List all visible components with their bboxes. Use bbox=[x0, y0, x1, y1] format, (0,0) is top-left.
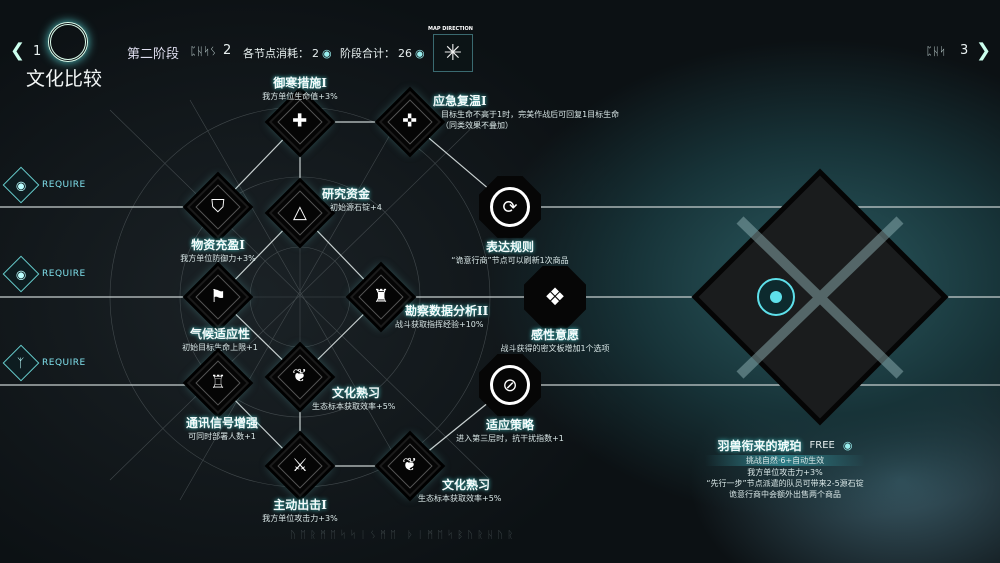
node-desc: 我方单位生命值+3% bbox=[262, 92, 338, 101]
node-desc: “诡意行商”节点可以刷新1次商品 bbox=[451, 256, 569, 265]
node-desc: 进入第三层时，抗干扰指数+1 bbox=[456, 434, 564, 443]
box-refresh-icon: ⟳ bbox=[490, 187, 530, 227]
node-label: 表达规则 “诡意行商”节点可以刷新1次商品 bbox=[440, 238, 580, 266]
node-title: 应急复温I bbox=[433, 94, 487, 108]
node-label: 通讯信号增强可同时部署人数+1 bbox=[162, 414, 282, 442]
banner-icon: ⚑ bbox=[209, 285, 227, 307]
node-desc: 战斗获得的密文板增加1个选项 bbox=[500, 344, 610, 353]
node-desc: 战斗获取指挥经验+10% bbox=[395, 320, 484, 329]
total-value: 26 bbox=[398, 46, 412, 60]
require-label: REQUIRE bbox=[42, 358, 86, 368]
node-title: 主动出击I bbox=[273, 498, 327, 512]
node-label: 文化熟习生态标本获取效率+5% bbox=[418, 476, 501, 504]
node-title: 适应策略 bbox=[485, 418, 534, 432]
node-desc: 初始源石锭+4 bbox=[330, 203, 382, 212]
node-label: 主动出击I 我方单位攻击力+3% bbox=[240, 496, 360, 524]
crossed-swords-icon: ⚔ bbox=[291, 454, 309, 476]
map-direction-label: MAP DIRECTION bbox=[428, 26, 473, 32]
prev-page-number: 1 bbox=[33, 44, 42, 59]
map-direction-compass-icon[interactable]: ✳ bbox=[433, 34, 473, 72]
reward-effect: 诡意行商中会额外出售两个商品 bbox=[729, 490, 841, 499]
node-desc: 生态标本获取效率+5% bbox=[418, 494, 502, 503]
eye-currency-icon: ◉ bbox=[415, 46, 425, 60]
node-desc: 目标生命不高于1时，完美作战后可回复1目标生命 bbox=[441, 110, 620, 119]
stage-total: 阶段合计：26◉ bbox=[340, 45, 425, 61]
node-expression-rules[interactable]: ⟳ bbox=[479, 176, 541, 238]
node-title: 通讯信号增强 bbox=[185, 416, 258, 430]
shield-icon: ⛉ bbox=[211, 196, 225, 217]
triangle-eye-icon: △ bbox=[293, 202, 307, 223]
node-desc: 初始目标生命上限+1 bbox=[182, 343, 258, 352]
rune-glyph-icon: ❖ bbox=[544, 283, 566, 311]
node-title: 文化熟习 bbox=[442, 478, 491, 492]
cost-value: 2 bbox=[312, 46, 319, 60]
node-label: 御寒措施I 我方单位生命值+3% bbox=[240, 74, 360, 102]
castle-icon: ♖ bbox=[209, 371, 227, 393]
reward-cost: FREE bbox=[809, 440, 835, 451]
stage-number: 2 bbox=[223, 43, 232, 58]
specimen-icon: ❦ bbox=[402, 455, 418, 476]
node-title: 勘察数据分析II bbox=[405, 304, 489, 318]
node-label: 物资充盈I 我方单位防御力+3% bbox=[158, 236, 278, 264]
compass-icon: ⊘ bbox=[490, 365, 530, 405]
node-desc: 我方单位攻击力+3% bbox=[262, 514, 338, 523]
eye-currency-icon: ◉ bbox=[322, 46, 332, 60]
require-entry-1[interactable]: ◉REQUIRE bbox=[2, 166, 86, 204]
eye-icon: ◉ bbox=[2, 255, 40, 293]
tower-icon: ♜ bbox=[372, 285, 390, 307]
next-page-number: 3 bbox=[960, 43, 969, 58]
node-title: 文化熟习 bbox=[332, 386, 381, 400]
next-page-arrow[interactable]: ❯ bbox=[976, 40, 992, 61]
reward-effect: “先行一步”节点派遣的队员可带来2-5源石锭 bbox=[706, 479, 864, 488]
require-entry-2[interactable]: ◉REQUIRE bbox=[2, 255, 86, 293]
node-label: 适应策略进入第三层时，抗干扰指数+1 bbox=[440, 416, 580, 444]
node-title: 研究资金 bbox=[322, 187, 371, 201]
node-label: 应急复温I 目标生命不高于1时，完美作战后可回复1目标生命 （同类效果不叠加） bbox=[433, 92, 619, 131]
eye-icon: ◉ bbox=[2, 166, 40, 204]
require-label: REQUIRE bbox=[42, 180, 86, 190]
stage-title: 文化比较 bbox=[26, 68, 103, 90]
node-label: 研究资金初始源石锭+4 bbox=[322, 185, 382, 213]
stage-emblem-icon bbox=[48, 22, 88, 62]
node-title: 感性意愿 bbox=[530, 328, 579, 342]
rune-icon: ᛉ bbox=[2, 344, 40, 382]
stage-rune: ᛈᚺᛋᛊ bbox=[190, 45, 217, 58]
node-desc-note: （同类效果不叠加） bbox=[441, 121, 513, 130]
specimen-icon: ❦ bbox=[292, 366, 308, 387]
node-adaptive-strategy[interactable]: ⊘ bbox=[479, 354, 541, 416]
node-label: 感性意愿战斗获得的密文板增加1个选项 bbox=[485, 326, 625, 354]
reward-effect: 我方单位攻击力+3% bbox=[747, 468, 823, 477]
next-stage-rune: ᛈᚺᛋ bbox=[926, 45, 946, 58]
total-label: 阶段合计： bbox=[340, 47, 395, 60]
node-cost: 各节点消耗：2◉ bbox=[243, 45, 332, 61]
node-title: 物资充盈I bbox=[191, 238, 245, 252]
node-label: 文化熟习生态标本获取效率+5% bbox=[312, 384, 395, 412]
stage-name: 第二阶段 bbox=[127, 47, 180, 62]
require-label: REQUIRE bbox=[42, 269, 86, 279]
reward-title: 羽兽衔来的琥珀 bbox=[717, 439, 802, 453]
node-title: 气候适应性 bbox=[189, 327, 250, 341]
node-label: 气候适应性初始目标生命上限+1 bbox=[160, 325, 280, 353]
node-perceptual-will[interactable]: ❖ bbox=[524, 266, 586, 328]
bottom-rune-text: ᚢᛖᚱᛗᛖᛋᛋᛁᛊᛗᛖ ᚦᛁᛗᛖᛋᛒᚢᚱᚺᚢᚱ bbox=[290, 530, 518, 541]
eye-currency-icon: ◉ bbox=[842, 439, 853, 452]
prev-page-arrow[interactable]: ❮ bbox=[10, 40, 26, 61]
node-title: 御寒措施I bbox=[273, 76, 327, 90]
medical-emblem-icon: ✜ bbox=[402, 111, 418, 132]
reward-condition: 挑战自然·6+自动生效 bbox=[705, 455, 865, 466]
reward-panel[interactable]: 羽兽衔来的琥珀 FREE ◉ 挑战自然·6+自动生效 我方单位攻击力+3% “先… bbox=[695, 437, 875, 500]
node-desc: 我方单位防御力+3% bbox=[180, 254, 256, 263]
medical-cross-icon: ✚ bbox=[292, 111, 308, 132]
node-desc: 生态标本获取效率+5% bbox=[312, 402, 396, 411]
cost-label: 各节点消耗： bbox=[243, 47, 309, 60]
node-desc: 可同时部署人数+1 bbox=[188, 432, 256, 441]
node-label: 勘察数据分析II 战斗获取指挥经验+10% bbox=[395, 302, 489, 330]
node-title: 表达规则 bbox=[485, 240, 534, 254]
